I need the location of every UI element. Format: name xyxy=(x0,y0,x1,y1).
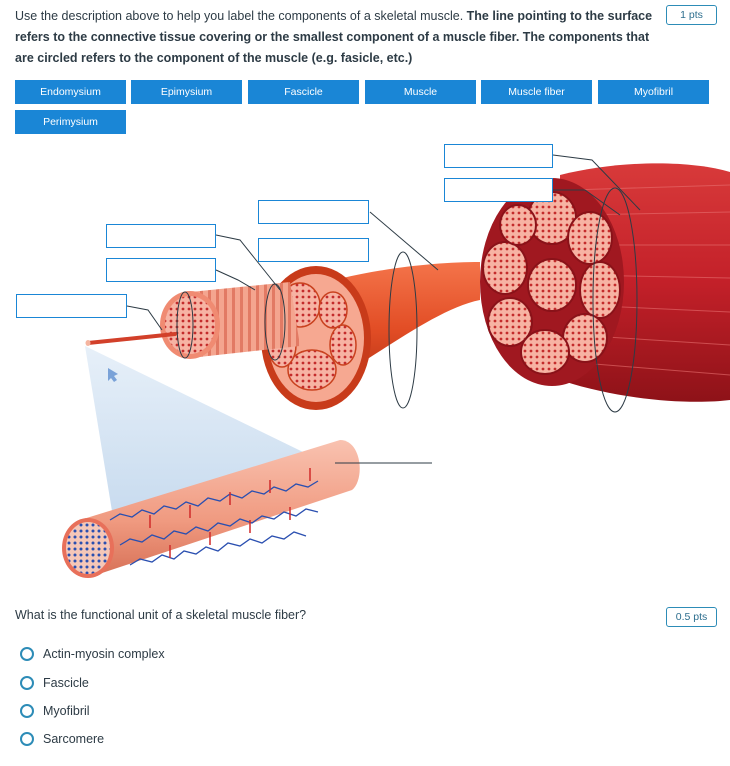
radio-button[interactable] xyxy=(20,732,34,746)
question-2-prompt: What is the functional unit of a skeleta… xyxy=(15,608,307,622)
skeletal-muscle-diagram xyxy=(62,154,730,578)
answer-option-label: Myofibril xyxy=(43,704,90,718)
drop-target-4[interactable] xyxy=(106,224,216,248)
radio-button[interactable] xyxy=(20,647,34,661)
answer-option-label: Sarcomere xyxy=(43,732,105,746)
drop-target-7[interactable] xyxy=(16,294,127,318)
answer-option-actin-myosin-complex[interactable]: Actin-myosin complex xyxy=(20,644,165,664)
question-2-points-badge: 0.5 pts xyxy=(666,607,717,627)
answer-option-sarcomere[interactable]: Sarcomere xyxy=(20,729,104,749)
label-chip-fascicle[interactable]: Fascicle xyxy=(248,80,359,104)
drop-target-5[interactable] xyxy=(258,238,369,262)
radio-button[interactable] xyxy=(20,676,34,690)
question-1-prompt: Use the description above to help you la… xyxy=(15,6,655,69)
label-chip-perimysium[interactable]: Perimysium xyxy=(15,110,126,134)
answer-option-myofibril[interactable]: Myofibril xyxy=(20,701,90,721)
drop-target-3[interactable] xyxy=(258,200,369,224)
drop-target-2[interactable] xyxy=(444,178,553,202)
question-1-text-plain: Use the description above to help you la… xyxy=(15,9,467,23)
answer-option-fascicle[interactable]: Fascicle xyxy=(20,673,89,693)
label-chip-endomysium[interactable]: Endomysium xyxy=(15,80,126,104)
question-1-points-badge: 1 pts xyxy=(666,5,717,25)
label-chip-muscle-fiber[interactable]: Muscle fiber xyxy=(481,80,592,104)
answer-option-label: Fascicle xyxy=(43,676,89,690)
answer-option-label: Actin-myosin complex xyxy=(43,647,165,661)
label-chip-epimysium[interactable]: Epimysium xyxy=(131,80,242,104)
drop-target-1[interactable] xyxy=(444,144,553,168)
drop-target-6[interactable] xyxy=(106,258,216,282)
radio-button[interactable] xyxy=(20,704,34,718)
question-1-text-bold: The line pointing to the surface refers … xyxy=(15,9,653,65)
label-chip-myofibril[interactable]: Myofibril xyxy=(598,80,709,104)
label-chip-muscle[interactable]: Muscle xyxy=(365,80,476,104)
